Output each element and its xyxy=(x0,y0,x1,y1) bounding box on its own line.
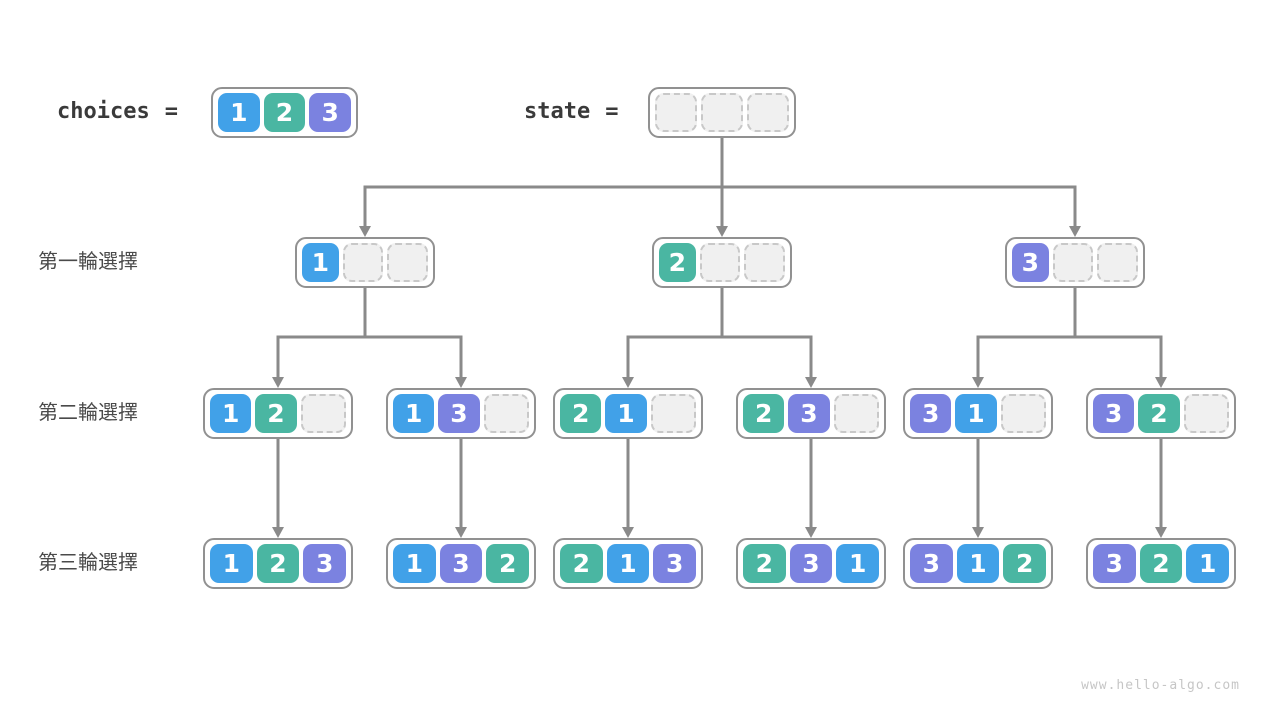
state-label: state = xyxy=(524,99,618,125)
cell-value-2: 2 xyxy=(255,394,297,433)
empty-cell xyxy=(833,394,879,433)
arrowhead-icon xyxy=(622,527,634,538)
cell-value-3: 3 xyxy=(1012,243,1049,282)
choices-equals-sign: = xyxy=(164,99,178,124)
cell-value-2: 2 xyxy=(486,544,530,583)
cell-value-3: 3 xyxy=(438,394,480,433)
state-node-round1: 3 xyxy=(1005,237,1145,288)
state-label-text: state xyxy=(524,99,591,124)
cell-value-1: 1 xyxy=(210,394,252,433)
cell-value-1: 1 xyxy=(302,243,339,282)
choices-label: choices = xyxy=(57,99,178,125)
cell-value-3: 3 xyxy=(653,544,697,583)
empty-cell xyxy=(655,93,697,132)
cell-value-1: 1 xyxy=(393,544,436,583)
arrowhead-icon xyxy=(272,527,284,538)
empty-cell xyxy=(1000,394,1046,433)
arrowhead-icon xyxy=(972,377,984,388)
cell-value-3: 3 xyxy=(910,394,952,433)
arrowhead-icon xyxy=(805,527,817,538)
cell-value-2: 2 xyxy=(659,243,696,282)
cell-value-1: 1 xyxy=(606,544,650,583)
cell-value-2: 2 xyxy=(1139,544,1183,583)
arrowhead-icon xyxy=(1155,527,1167,538)
cell-value-1: 1 xyxy=(955,394,997,433)
cell-value-1: 1 xyxy=(218,93,260,132)
watermark-text: www.hello-algo.com xyxy=(1081,678,1240,693)
empty-cell xyxy=(1052,243,1094,282)
cell-value-1: 1 xyxy=(393,394,435,433)
cell-value-3: 3 xyxy=(1093,544,1136,583)
row-label-round-3: 第三輪選擇 xyxy=(38,552,138,574)
state-equals-sign: = xyxy=(605,99,619,124)
cell-value-1: 1 xyxy=(956,544,1000,583)
empty-cell xyxy=(483,394,529,433)
connector-lines xyxy=(276,136,1163,531)
cell-value-2: 2 xyxy=(743,394,785,433)
cell-value-1: 1 xyxy=(210,544,253,583)
cell-value-2: 2 xyxy=(743,544,786,583)
arrowhead-icon xyxy=(622,377,634,388)
arrowhead-icon xyxy=(972,527,984,538)
cell-value-1: 1 xyxy=(836,544,880,583)
cell-value-3: 3 xyxy=(789,544,833,583)
cell-value-2: 2 xyxy=(256,544,300,583)
arrowhead-icon xyxy=(272,377,284,388)
cell-value-2: 2 xyxy=(1138,394,1180,433)
choices-label-text: choices xyxy=(57,99,150,124)
arrowhead-icon xyxy=(1155,377,1167,388)
row-label-round-2: 第二輪選擇 xyxy=(38,402,138,424)
cell-value-3: 3 xyxy=(303,544,347,583)
cell-value-1: 1 xyxy=(605,394,647,433)
cell-value-3: 3 xyxy=(910,544,953,583)
empty-cell xyxy=(342,243,384,282)
cell-value-2: 2 xyxy=(263,93,306,132)
row-label-round-1: 第一輪選擇 xyxy=(38,251,138,273)
cell-value-2: 2 xyxy=(1003,544,1047,583)
empty-cell xyxy=(300,394,346,433)
arrowhead-icon xyxy=(805,377,817,388)
cell-value-3: 3 xyxy=(439,544,483,583)
cell-value-3: 3 xyxy=(309,93,352,132)
state-array xyxy=(648,87,796,138)
empty-cell xyxy=(701,93,743,132)
empty-cell xyxy=(744,243,786,282)
empty-cell xyxy=(747,93,789,132)
empty-cell xyxy=(699,243,741,282)
empty-cell xyxy=(1183,394,1229,433)
cell-value-3: 3 xyxy=(1093,394,1135,433)
cell-value-2: 2 xyxy=(560,394,602,433)
empty-cell xyxy=(1097,243,1139,282)
cell-value-3: 3 xyxy=(788,394,830,433)
arrowhead-icon xyxy=(716,226,728,237)
empty-cell xyxy=(387,243,429,282)
arrowhead-icon xyxy=(455,527,467,538)
empty-cell xyxy=(650,394,696,433)
arrowhead-icon xyxy=(455,377,467,388)
cell-value-1: 1 xyxy=(1186,544,1230,583)
state-node-round1: 2 xyxy=(652,237,792,288)
arrowhead-icon xyxy=(359,226,371,237)
state-node-round1: 1 xyxy=(295,237,435,288)
cell-value-2: 2 xyxy=(560,544,603,583)
arrowhead-icon xyxy=(1069,226,1081,237)
